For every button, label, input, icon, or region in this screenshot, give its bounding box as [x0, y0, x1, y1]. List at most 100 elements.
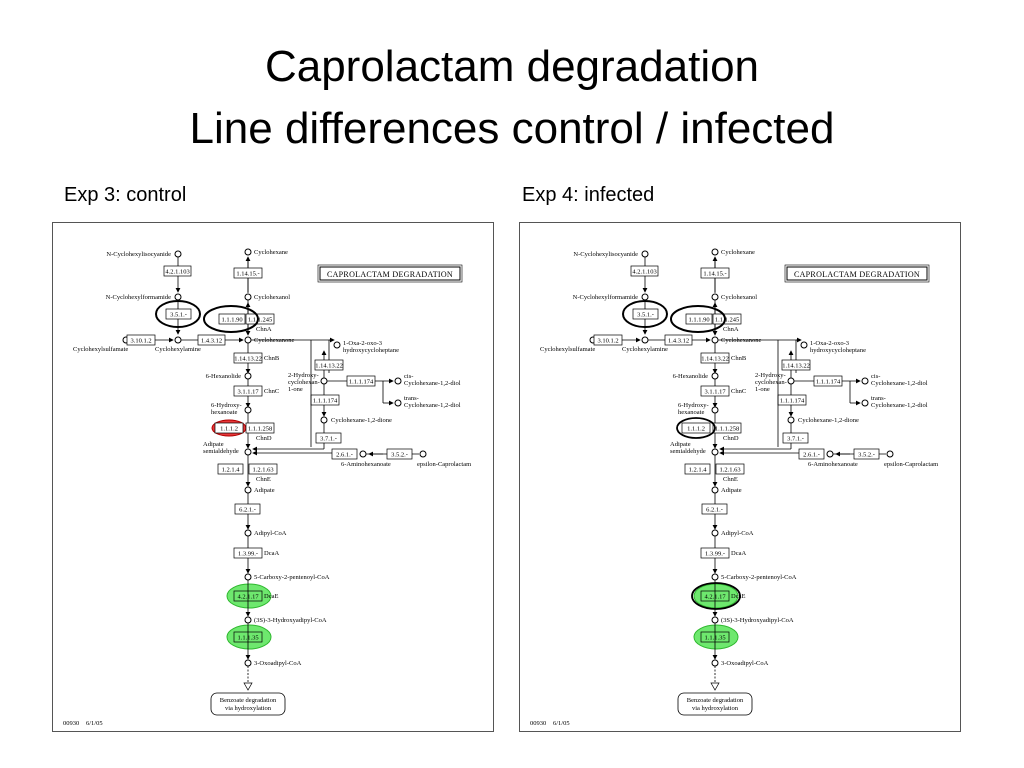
node-n-cyclohexylisocyanide	[174, 250, 182, 258]
label-hydroxyadipyl-coa: (3S)-3-Hydroxyadipyl-CoA	[721, 617, 794, 624]
enzyme-1399: 1.3.99.-	[705, 551, 725, 558]
enzyme-box-31012	[593, 334, 623, 346]
label-hydroxyhexanoate-2: hexanoate	[211, 409, 237, 416]
enzyme-box-351	[632, 308, 659, 320]
slide-title-line2: Line differences control / infected	[189, 104, 835, 153]
gene-chnb: ChnB	[731, 355, 747, 362]
enzyme-111258: 1.1.1.258	[715, 426, 739, 433]
enzyme-1399: 1.3.99.-	[238, 551, 258, 558]
enzyme-box-111174a	[346, 375, 376, 387]
node-oxoadipyl-coa	[711, 659, 719, 667]
link-benzoate-1: Benzoate degradation	[687, 697, 744, 704]
node-hydroxyadipyl-coa	[711, 616, 719, 624]
enzyme-box-42103	[630, 265, 659, 277]
enzyme-box-1141322b	[781, 359, 811, 371]
enzyme-box-351	[165, 308, 192, 320]
label-cyclohexylamine: Cyclohexylamine	[622, 346, 668, 353]
gene-chna: ChnA	[256, 326, 272, 333]
node-n-cyclohexylisocyanide	[641, 250, 649, 258]
enzyme-42103: 4.2.1.103	[632, 269, 656, 276]
enzyme-1112: 1.1.1.2	[220, 426, 238, 433]
enzyme-box-31117	[233, 385, 263, 397]
enzyme-box-261	[798, 448, 825, 460]
node-oxa-hydroxycycloheptane	[333, 341, 341, 349]
node-hydroxyhexanoate	[244, 406, 252, 414]
enzyme-42117: 4.2.1.17	[704, 594, 726, 601]
label-hydroxyhexanoate-1: 6-Hydroxy-	[678, 402, 709, 409]
enzyme-42103: 4.2.1.103	[165, 269, 189, 276]
label-hydroxyadipyl-coa: (3S)-3-Hydroxyadipyl-CoA	[254, 617, 327, 624]
enzyme-box-14312	[197, 334, 226, 346]
label-hydroxyhexanoate-1: 6-Hydroxy-	[211, 402, 242, 409]
node-cyclohexylamine	[641, 336, 649, 344]
label-n-cyclohexylisocyanide: N-Cyclohexylisocyanide	[106, 251, 171, 258]
label-adipate-semialdehyde-1: Adipate	[203, 441, 224, 448]
enzyme-box-621	[234, 503, 261, 515]
enzyme-box-42117	[233, 590, 263, 602]
label-cyclohexane: Cyclohexane	[254, 249, 288, 256]
node-adipyl-coa	[244, 529, 252, 537]
label-n-cyclohexylformamide: N-Cyclohexylformamide	[573, 294, 638, 301]
enzyme-11415: 1.14.15.-	[236, 271, 259, 278]
gene-chnd: ChnD	[723, 435, 739, 442]
label-oxoadipyl-coa: 3-Oxoadipyl-CoA	[254, 660, 302, 667]
enzyme-352: 3.5.2.-	[858, 452, 875, 459]
highlight-layer	[693, 583, 739, 650]
enzyme-351: 3.5.1.-	[637, 312, 654, 319]
enzyme-box-111258	[712, 422, 742, 434]
enzyme-box-11135	[700, 631, 730, 643]
highlight-11135	[693, 624, 739, 650]
enzyme-1141322a: 1.14.13.22	[701, 356, 729, 363]
enzyme-box-1399	[700, 547, 730, 559]
node-trans-diol	[394, 399, 402, 407]
enzyme-box-12163	[248, 463, 278, 475]
map-title-box	[786, 266, 928, 281]
label-adipate-semialdehyde-2: semialdehyde	[203, 448, 239, 455]
label-cyclohexylamine: Cyclohexylamine	[155, 346, 201, 353]
label-hydroxycyclohexanone-3: 1-one	[755, 386, 770, 393]
enzyme-box-12163	[715, 463, 745, 475]
enzyme-42117: 4.2.1.17	[237, 594, 259, 601]
enzyme-box-1141322b	[314, 359, 344, 371]
link-benzoate-degradation[interactable]	[677, 692, 753, 716]
label-adipate: Adipate	[721, 487, 742, 494]
highlight-11135	[226, 624, 272, 650]
map-footer-id: 00930	[530, 720, 546, 727]
enzyme-111174a: 1.1.1.174	[349, 379, 374, 386]
link-benzoate-degradation[interactable]	[210, 692, 286, 716]
node-cyclohexanone	[244, 336, 252, 344]
panel-label-infected: Exp 4: infected	[522, 184, 655, 206]
enzyme-box-11190	[218, 313, 246, 325]
circle-mark-351	[155, 300, 201, 328]
pathway-map-infected: CAPROLACTAM DEGRADATION N-Cyclohexylisoc…	[519, 222, 961, 732]
enzyme-1141322b: 1.14.13.22	[315, 363, 343, 370]
enzyme-box-352	[386, 448, 413, 460]
enzyme-111245: 1.1.1.245	[248, 317, 272, 324]
link-benzoate-2: via hydroxylation	[225, 705, 272, 712]
label-adipate: Adipate	[254, 487, 275, 494]
node-n-cyclohexylformamide	[641, 293, 649, 301]
link-benzoate-1: Benzoate degradation	[220, 697, 277, 704]
node-cyclohexanol	[244, 293, 252, 301]
enzyme-box-11135	[233, 631, 263, 643]
highlight-42117	[693, 583, 739, 609]
enzyme-621: 6.2.1.-	[706, 507, 723, 514]
node-n-cyclohexylformamide	[174, 293, 182, 301]
enzyme-box-1399	[233, 547, 263, 559]
label-adipate-semialdehyde-2: semialdehyde	[670, 448, 706, 455]
enzyme-111174b: 1.1.1.174	[780, 398, 805, 405]
gene-dcaa: DcaA	[264, 550, 279, 557]
label-aminohexanoate: 6-Aminohexanoate	[808, 461, 858, 468]
node-epsilon-caprolactam	[886, 450, 894, 458]
node-cis-diol	[861, 377, 869, 385]
label-cyclohexanone: Cyclohexanone	[254, 337, 295, 344]
enzyme-box-11415	[700, 267, 730, 279]
gene-chne: ChnE	[723, 476, 738, 483]
gene-chnb: ChnB	[264, 355, 280, 362]
gene-chna: ChnA	[723, 326, 739, 333]
label-adipate-semialdehyde-1: Adipate	[670, 441, 691, 448]
enzyme-box-371	[315, 432, 342, 444]
slide-title-line1: Caprolactam degradation	[264, 42, 760, 91]
node-hexanolide	[711, 372, 719, 380]
node-cis-diol	[394, 377, 402, 385]
